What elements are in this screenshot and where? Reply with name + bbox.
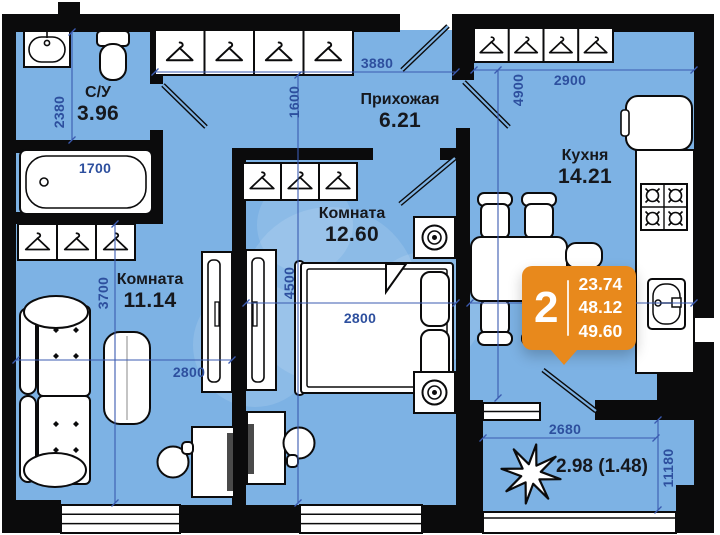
- dimension-lines: [12, 28, 698, 514]
- wall: [694, 14, 714, 519]
- wall: [58, 2, 80, 15]
- wall: [452, 14, 474, 80]
- bedroom-wardrobe: [242, 162, 358, 201]
- dimension-bathroom-height: 2380: [51, 95, 67, 129]
- wall-niche: [694, 318, 714, 342]
- total-area-value: 49.60: [578, 320, 623, 341]
- door-swing: [400, 24, 450, 72]
- room-name: Прихожая: [360, 91, 440, 108]
- office-chair: [282, 426, 316, 468]
- wall: [657, 373, 694, 402]
- balcony-floor: [483, 418, 694, 512]
- plant-icon: [500, 443, 562, 505]
- toilet: [96, 30, 130, 81]
- badge-divider: [567, 280, 570, 336]
- sink: [23, 30, 71, 68]
- room-area: 11.14: [123, 288, 177, 312]
- wall: [232, 148, 373, 160]
- bedroom-furniture: [245, 216, 456, 485]
- living-area-value: 23.74: [578, 274, 623, 295]
- dimension-hallway-width: 3880: [360, 55, 394, 71]
- door-swing: [541, 368, 598, 413]
- office-chair: [156, 441, 194, 479]
- blanket-fold: [385, 263, 408, 296]
- dimension-bedroom-height: 4500: [281, 266, 297, 300]
- door-swing: [462, 80, 511, 129]
- room-name: Комната: [116, 271, 184, 288]
- bathroom-fixtures: [19, 30, 153, 215]
- nightstand: [413, 371, 456, 414]
- rooms-count: 2: [534, 283, 559, 332]
- room-name: С/У: [85, 84, 111, 101]
- badge-values: 23.74 48.12 49.60: [578, 273, 622, 342]
- room-label-hallway: Прихожая 6.21: [338, 91, 462, 132]
- balcony-plant: [500, 443, 562, 505]
- pillow: [420, 271, 450, 327]
- area-badge: 2 23.74 48.12 49.60: [522, 266, 636, 365]
- wall: [2, 14, 16, 519]
- sofa: [19, 295, 91, 488]
- wall: [595, 400, 694, 420]
- dimension-living-width: 2800: [172, 364, 206, 380]
- dimension-ticks: [12, 28, 698, 514]
- coffee-table: [103, 331, 151, 425]
- balcony-area-label: 2.98 (1.48): [556, 456, 648, 477]
- dining-chair: [477, 299, 513, 346]
- dimension-balcony-width: 2680: [548, 421, 582, 437]
- room-label-kitchen: Кухня 14.21: [533, 147, 637, 188]
- dimension-bedroom-width: 2800: [343, 310, 377, 326]
- bathtub: [19, 149, 153, 215]
- kitchen-wardrobe: [473, 27, 614, 63]
- room-area: 3.96: [76, 101, 120, 125]
- room-area: 6.21: [378, 108, 422, 132]
- nightstand: [413, 216, 456, 259]
- wall: [470, 400, 483, 519]
- window: [60, 504, 181, 534]
- wall: [456, 128, 470, 505]
- room-area: 14.21: [557, 164, 613, 188]
- hallway-wardrobe: [154, 29, 354, 76]
- dimension-bathtub-length: 1700: [78, 160, 112, 176]
- wall: [150, 130, 163, 224]
- room-label-living: Комната 11.14: [97, 271, 203, 312]
- area-value: 48.12: [578, 297, 623, 318]
- dining-chair: [477, 192, 513, 239]
- room-label-bedroom: Комната 12.60: [299, 205, 405, 246]
- dining-chair: [521, 192, 557, 239]
- living-wardrobe: [17, 223, 136, 261]
- wall: [2, 14, 400, 32]
- balcony-window: [482, 511, 677, 534]
- door-swing: [398, 156, 457, 206]
- kitchen-sink: [647, 278, 686, 330]
- doors: [161, 24, 598, 413]
- wall: [440, 148, 458, 160]
- windows: [60, 402, 677, 534]
- tall-wardrobe: [245, 249, 277, 391]
- dimension-balcony-height: 11180: [660, 448, 676, 488]
- wall: [422, 505, 483, 533]
- wall: [676, 485, 714, 533]
- dimension-hallway-height: 1600: [286, 85, 302, 119]
- dimension-kitchen-width: 2900: [553, 72, 587, 88]
- door-swing: [161, 83, 208, 129]
- fridge: [620, 95, 693, 151]
- dimension-kitchen-height: 4900: [510, 73, 526, 107]
- room-label-bathroom: С/У 3.96: [55, 84, 141, 125]
- room-area: 12.60: [324, 222, 380, 246]
- bed: [294, 260, 454, 396]
- wall: [180, 505, 300, 533]
- dimension-living-height: 3700: [95, 276, 111, 310]
- stove: [640, 183, 688, 231]
- balcony-ledge-window: [482, 402, 541, 421]
- room-name: Комната: [318, 205, 386, 222]
- desk: [191, 426, 235, 498]
- wall: [2, 500, 61, 533]
- room-name: Кухня: [561, 147, 609, 164]
- window: [299, 504, 423, 534]
- desk: [246, 411, 286, 485]
- tall-wardrobe: [201, 251, 233, 393]
- wall: [232, 148, 246, 505]
